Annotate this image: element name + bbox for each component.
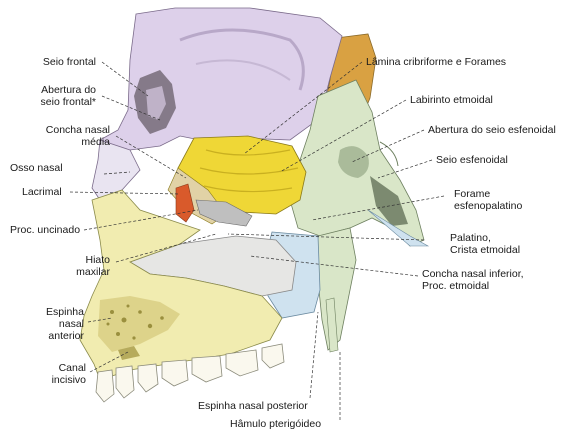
label-forame-esfenopalatino-2: esfenopalatino — [454, 200, 523, 212]
label-proc-uncinado: Proc. uncinado — [10, 224, 81, 236]
frontal-sinus-inner — [146, 86, 166, 120]
uncinate-process — [195, 199, 253, 227]
pterygoid-process — [317, 227, 357, 351]
sphenoid-sinus-opening — [338, 146, 369, 178]
label-lamina-cribriforme: Lâmina cribriforme e Forames — [366, 56, 507, 68]
label-palatino-1: Palatino, — [450, 232, 491, 244]
maxilla-spongy-bone — [98, 296, 180, 352]
label-concha-nasal-inferior-1: Concha nasal inferior, — [422, 268, 524, 280]
teeth — [95, 343, 285, 403]
label-canal-incisivo-2: incisivo — [51, 374, 86, 386]
label-abertura-seio-esfenoidal: Abertura do seio esfenoidal — [428, 124, 556, 136]
palatine-plate — [367, 209, 430, 247]
label-seio-frontal: Seio frontal — [42, 56, 96, 68]
label-osso-nasal: Osso nasal — [10, 162, 63, 174]
label-concha-nasal-media-1: Concha nasal — [45, 124, 110, 136]
label-lacrimal: Lacrimal — [22, 186, 62, 198]
label-canal-incisivo-1: Canal — [58, 362, 86, 374]
label-espinha-nasal-anterior-3: anterior — [48, 330, 84, 342]
incisive-canal — [118, 346, 140, 360]
label-palatino-2: Crista etmoidal — [450, 244, 521, 256]
label-abertura-seio-frontal-2: seio frontal* — [40, 96, 96, 108]
label-hiato-maxilar-2: maxilar — [76, 266, 110, 278]
label-abertura-seio-frontal-1: Abertura do — [41, 84, 96, 96]
label-hamulo-pterigoideo: Hâmulo pterigóideo — [230, 418, 322, 430]
label-hiato-maxilar-1: Hiato — [85, 254, 110, 266]
label-labirinto-etmoidal: Labirinto etmoidal — [410, 94, 493, 106]
label-concha-nasal-media-2: média — [81, 136, 110, 148]
label-concha-nasal-inferior-2: Proc. etmoidal — [422, 280, 490, 292]
lacrimal-bone — [175, 183, 195, 223]
label-espinha-nasal-anterior-2: nasal — [58, 318, 84, 330]
label-espinha-nasal-anterior-1: Espinha — [46, 306, 84, 318]
label-espinha-nasal-posterior: Espinha nasal posterior — [198, 400, 308, 412]
leader-lines — [69, 61, 445, 420]
hamulus-stem — [325, 297, 339, 353]
label-forame-esfenopalatino-1: Forame — [454, 188, 491, 200]
sphenoid-sinus-cavity — [370, 176, 408, 226]
label-seio-esfenoidal: Seio esfenoidal — [436, 154, 508, 166]
